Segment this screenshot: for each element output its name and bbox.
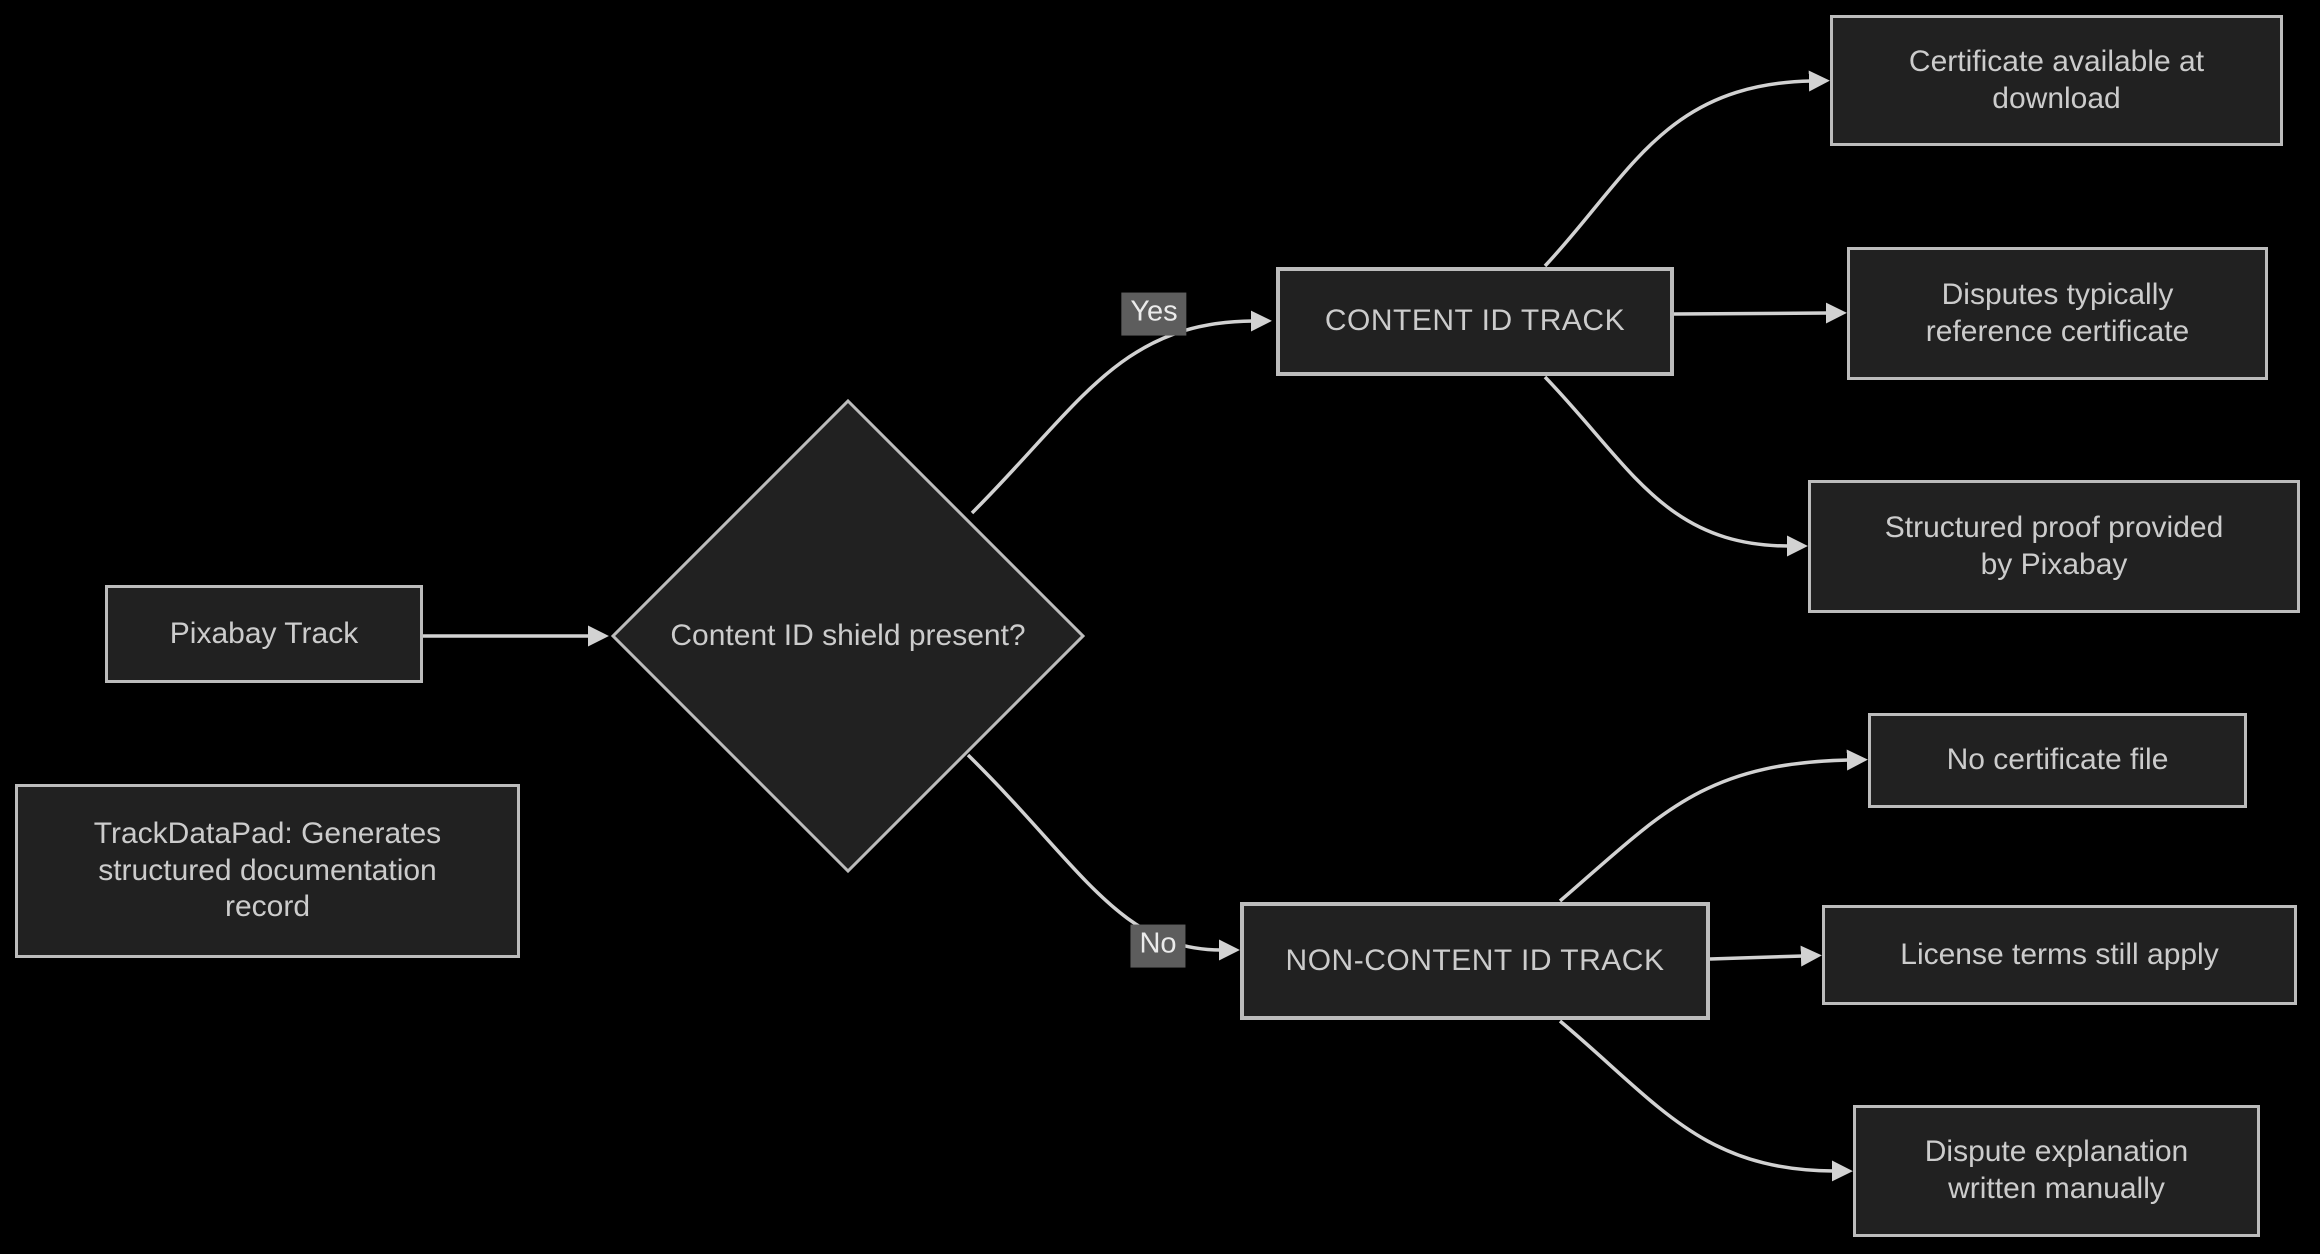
edge-label-yes: Yes <box>1121 292 1187 336</box>
node-disputes-reference: Disputes typically reference certificate <box>1847 247 2268 380</box>
node-trackdatapad-note: TrackDataPad: Generates structured docum… <box>15 784 520 958</box>
node-dispute-explanation: Dispute explanation written manually <box>1853 1105 2260 1237</box>
edge-content-to-certificate <box>1543 70 1830 268</box>
node-license-terms: License terms still apply <box>1822 905 2297 1005</box>
edge-decision-no-to-noncontent <box>966 753 1240 961</box>
decision-diamond-label: Content ID shield present? <box>670 619 1026 652</box>
decision-diamond-shape <box>610 398 1086 874</box>
edge-label-no: No <box>1130 924 1186 968</box>
edge-noncontent-to-dispute-explanation <box>1558 1019 1853 1182</box>
edge-content-to-structured-proof <box>1543 375 1808 557</box>
edge-noncontent-to-no-certificate <box>1558 749 1868 903</box>
node-content-id-track: CONTENT ID TRACK <box>1276 267 1674 376</box>
edge-decision-yes-to-content <box>970 310 1272 515</box>
node-structured-proof: Structured proof provided by Pixabay <box>1808 480 2300 613</box>
node-certificate-available: Certificate available at download <box>1830 15 2283 146</box>
edge-noncontent-to-license-terms <box>1709 945 1822 967</box>
node-non-content-id-track: NON-CONTENT ID TRACK <box>1240 902 1710 1020</box>
edge-content-to-disputes <box>1673 302 1847 324</box>
node-no-certificate-file: No certificate file <box>1868 713 2247 808</box>
node-pixabay-track: Pixabay Track <box>105 585 423 683</box>
